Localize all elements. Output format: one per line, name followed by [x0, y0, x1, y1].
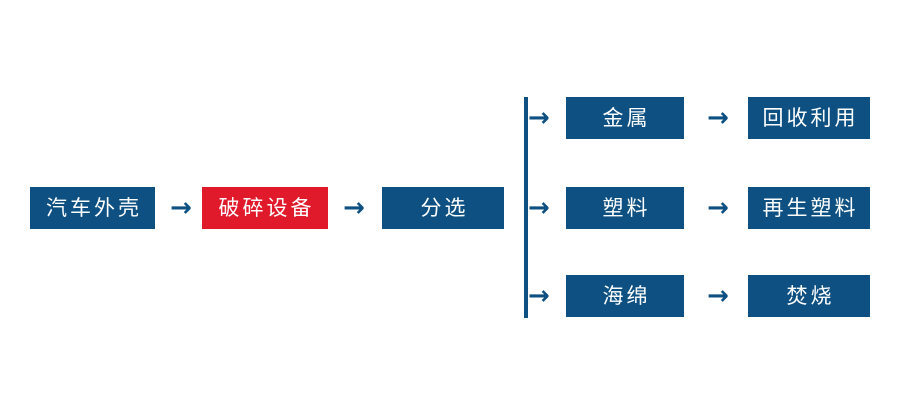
vertical-connector-line	[524, 97, 528, 318]
node-car-shell[interactable]: 汽车外壳	[30, 187, 155, 229]
arrow-right-icon: →	[528, 281, 550, 311]
arrow-right-icon: →	[528, 193, 550, 223]
node-sponge[interactable]: 海绵	[566, 275, 684, 317]
arrow-right-icon: →	[707, 193, 729, 223]
arrow-right-icon: →	[343, 193, 365, 223]
arrow-right-icon: →	[170, 193, 192, 223]
node-incineration[interactable]: 焚烧	[748, 275, 870, 317]
node-sorting[interactable]: 分选	[382, 187, 504, 229]
arrow-right-icon: →	[528, 103, 550, 133]
node-recycling-reuse[interactable]: 回收利用	[748, 97, 870, 139]
arrow-right-icon: →	[707, 281, 729, 311]
node-metal[interactable]: 金属	[566, 97, 684, 139]
node-plastic[interactable]: 塑料	[566, 187, 684, 229]
node-crushing-equipment[interactable]: 破碎设备	[202, 187, 328, 229]
arrow-right-icon: →	[707, 103, 729, 133]
node-regenerated-plastic[interactable]: 再生塑料	[748, 187, 870, 229]
